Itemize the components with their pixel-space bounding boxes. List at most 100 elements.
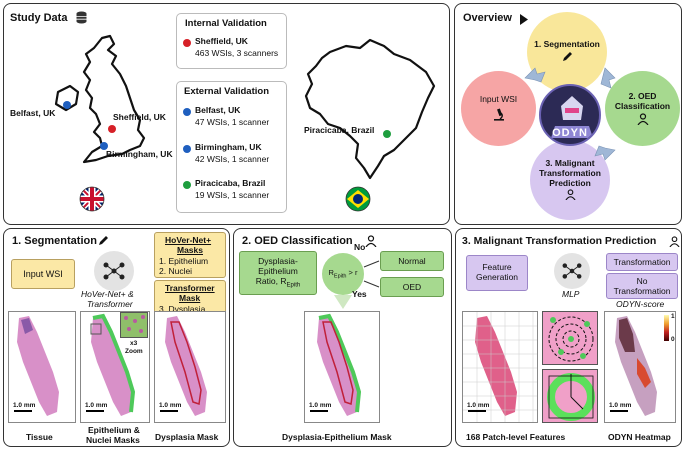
dys-scale-label: 1.0 mm: [159, 402, 182, 409]
doctor-icon: [669, 234, 680, 252]
no-transformation-box: No Transformation: [606, 273, 678, 299]
zoom-label-line2: Zoom: [125, 348, 143, 355]
dysplasia-mask-image: 1.0 mm: [154, 311, 226, 423]
belfast-map-label: Belfast, UK: [10, 108, 56, 118]
zoom-label-line1: x3: [130, 340, 138, 347]
sheffield-legend-detail: 463 WSIs, 3 scanners: [195, 48, 279, 58]
odyn-logo: ODYN: [539, 84, 601, 146]
threshold-r: R: [328, 268, 334, 278]
caption-dysplasia-mask: Dysplasia Mask: [155, 432, 219, 442]
birmingham-legend-detail: 42 WSIs, 1 scanner: [195, 154, 270, 164]
oed-classification-circle: 2. OED Classification: [605, 71, 680, 146]
segmentation-label: 1. Segmentation: [534, 39, 600, 49]
transformer-title-line2: Mask: [179, 293, 201, 303]
hovernet-title-line2: Masks: [177, 245, 203, 255]
caption-epithelium-line2: Nuclei Masks: [86, 435, 140, 445]
transformation-label: Transformation: [613, 257, 671, 267]
ratio-box: Dysplasia- Epithelium Ratio, REpith: [239, 251, 317, 295]
doctor-icon: [637, 112, 649, 127]
transformer-title-line1: Transformer: [165, 283, 215, 293]
transformer-mask-box: Transformer Mask 3. Dysplasia: [154, 280, 226, 315]
feature-thumb-nuclei: [542, 311, 598, 365]
caption-epithelium-line1: Epithelium &: [88, 425, 140, 435]
feature-line1: Feature: [482, 262, 512, 272]
decision-arrows: [334, 260, 380, 309]
seg-model-line2: Transformer: [87, 299, 133, 309]
uk-flag-icon: [79, 186, 105, 212]
heatmap-scale-label: 1.0 mm: [609, 402, 632, 409]
epi-scale-bar: [86, 410, 104, 412]
transformer-item-dysplasia: 3. Dysplasia: [159, 304, 206, 314]
sheffield-map-label: Sheffield, UK: [113, 112, 166, 122]
oed-result-label: OED: [402, 282, 422, 292]
colorbar-max: 1: [671, 313, 675, 320]
seg-input-wsi-label: Input WSI: [23, 269, 63, 279]
database-icon: [76, 11, 87, 29]
patch-scale-bar: [468, 410, 486, 412]
zoom-inset: [120, 312, 148, 338]
caption-tissue: Tissue: [26, 432, 53, 442]
oed-result-box: OED: [380, 277, 444, 297]
uk-map: [54, 34, 146, 164]
hovernet-masks-box: HoVer-Net+ Masks 1. Epithelium 2. Nuclei: [154, 232, 226, 278]
internal-validation-title: Internal Validation: [185, 18, 267, 29]
malignant-transformation-title: 3. Malignant Transformation Prediction: [462, 235, 657, 247]
birmingham-dot: [100, 142, 108, 150]
pencil-icon: [97, 234, 109, 252]
ratio-line3-wrap: Ratio, REpith: [240, 276, 316, 289]
microscope-icon: [493, 108, 505, 123]
piracicaba-dot: [383, 130, 391, 138]
caption-odyn-heatmap: ODYN Heatmap: [608, 432, 671, 442]
network-icon: [103, 262, 125, 280]
feature-line2: Generation: [475, 272, 519, 282]
input-wsi-circle: Input WSI: [461, 71, 536, 146]
no-trans-line2: Transformation: [613, 286, 671, 296]
hovernet-item-nuclei: 2. Nuclei: [159, 266, 193, 276]
normal-box: Normal: [380, 251, 444, 271]
piracicaba-map-label: Piracicaba, Brazil: [304, 125, 375, 135]
sheffield-legend-name: Sheffield, UK: [195, 36, 248, 46]
tissue-scale-label: 1.0 mm: [13, 402, 36, 409]
threshold-tail: > r: [346, 268, 358, 278]
seg-input-wsi-box: Input WSI: [11, 259, 75, 289]
internal-validation-card: Internal Validation Sheffield, UK 463 WS…: [176, 13, 287, 69]
overview-title: Overview: [463, 12, 512, 24]
doctor-icon: [365, 234, 377, 252]
oed-scale-label: 1.0 mm: [309, 402, 332, 409]
robot-icon: [551, 96, 593, 138]
mlp-label: MLP: [562, 289, 580, 299]
network-icon: [562, 263, 582, 279]
belfast-legend-detail: 47 WSIs, 1 scanner: [195, 117, 270, 127]
no-trans-line1: No: [636, 276, 648, 286]
patch-scale-label: 1.0 mm: [467, 402, 490, 409]
feature-generation-box: Feature Generation: [466, 255, 528, 291]
birmingham-legend-dot: [183, 145, 191, 153]
threshold-sub: Epith: [333, 273, 347, 280]
ratio-subscript: Epith: [286, 282, 301, 289]
belfast-dot: [63, 101, 71, 109]
mlp-node: [554, 253, 590, 289]
tissue-image: 1.0 mm: [8, 311, 76, 423]
no-branch-label: No: [354, 242, 366, 252]
belfast-legend-dot: [183, 108, 191, 116]
sheffield-legend-dot: [183, 39, 191, 47]
study-data-title: Study Data: [10, 12, 68, 24]
malignant-transformation-panel: 3. Malignant Transformation Prediction F…: [455, 228, 682, 447]
segmentation-title: 1. Segmentation: [12, 235, 97, 247]
malignant-prediction-circle: 3. Malignant Transformation Prediction: [530, 140, 610, 220]
pencil-icon: [561, 51, 573, 65]
patch-grid-image: 1.0 mm: [462, 311, 538, 423]
odyn-logo-text: ODYN: [552, 127, 588, 139]
seg-network-node: [94, 251, 134, 291]
ratio-line2: Epithelium: [258, 266, 298, 276]
oed-label-line2: Classification: [614, 100, 671, 111]
segmentation-circle: 1. Segmentation: [527, 12, 607, 92]
belfast-legend-name: Belfast, UK: [195, 105, 241, 115]
odyn-score-label: ODYN-score: [616, 299, 665, 309]
normal-label: Normal: [398, 256, 426, 266]
hovernet-title-line1: HoVer-Net+: [165, 235, 212, 245]
feature-thumb-morphology: [542, 369, 598, 423]
yes-branch-label: Yes: [352, 289, 367, 299]
segmentation-panel: 1. Segmentation Input WSI HoVer-Net+ & T…: [3, 228, 230, 447]
colorbar-min: 0: [671, 336, 675, 343]
